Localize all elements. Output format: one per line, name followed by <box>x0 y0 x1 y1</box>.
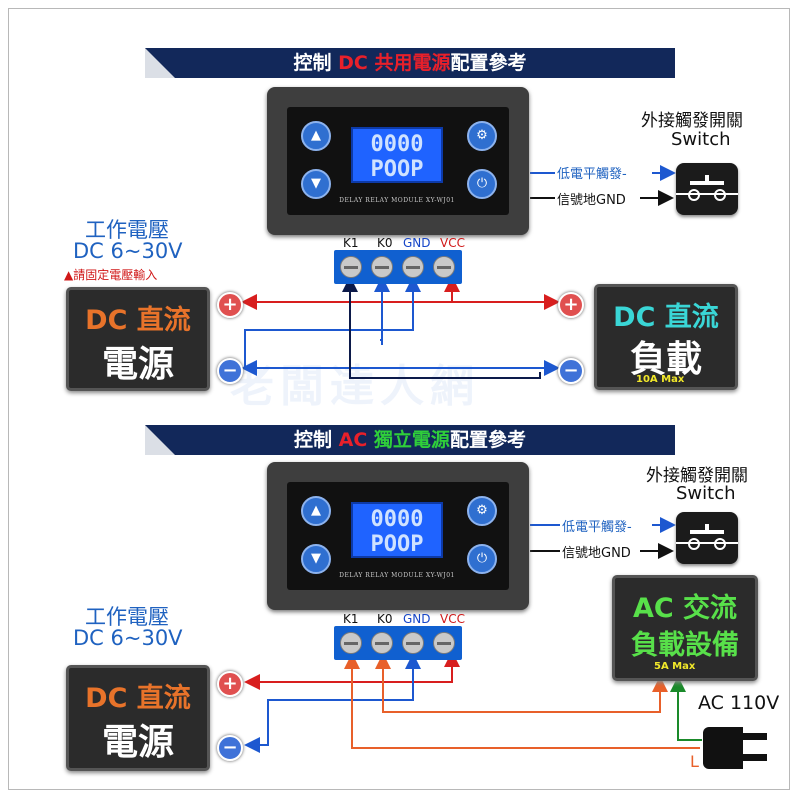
dc-power-source-box: DC 直流 電源 <box>66 665 210 771</box>
lcd-line1: 0000 <box>370 507 424 532</box>
switch-subtitle: Switch <box>676 483 736 504</box>
minus-icon: − <box>217 358 243 384</box>
low-trigger-label: 低電平觸發- <box>562 520 632 535</box>
banner-highlight: 獨立電源 <box>367 429 450 451</box>
voltage-range: DC 6~30V <box>73 626 183 650</box>
terminal-label-vcc: VCC <box>440 236 465 250</box>
voltage-range: DC 6~30V <box>73 239 183 263</box>
load-max-label: 10A Max <box>636 374 685 385</box>
screw-gnd[interactable] <box>402 632 424 654</box>
load-box-line2: 負載設備 <box>631 630 739 661</box>
lcd-display: 0000 POOP <box>351 502 443 558</box>
power-button[interactable]: ⏻ <box>467 544 497 574</box>
dc-load-box: DC 直流 負載 <box>594 284 738 390</box>
watermark: 老闆達人網 <box>230 361 480 412</box>
wire-neutral <box>670 676 702 741</box>
terminal-label-k1: K1 <box>343 236 359 250</box>
terminal-label-vcc: VCC <box>440 612 465 626</box>
load-box-line2: 負載 <box>629 339 702 380</box>
dc-power-source-box: DC 直流 電源 <box>66 287 210 391</box>
power-box-line1: DC 直流 <box>85 683 191 714</box>
voltage-title: 工作電壓 <box>85 605 169 629</box>
down-button[interactable]: ▼ <box>301 544 331 574</box>
switch-subtitle: Switch <box>671 129 731 150</box>
terminal-label-gnd: GND <box>403 612 431 626</box>
screw-vcc[interactable] <box>433 632 455 654</box>
down-button[interactable]: ▼ <box>301 169 331 199</box>
voltage-warning: ▲請固定電壓輸入 <box>64 268 158 282</box>
module-face: ▲ ▼ ⚙ ⏻ 0000 POOP DELAY RELAY MODULE XY-… <box>287 107 509 215</box>
module-label: DELAY RELAY MODULE XY-WJ01 <box>339 572 455 579</box>
banner-flag-left <box>145 425 175 455</box>
lcd-line1: 0000 <box>370 132 424 157</box>
terminal-label-k1: K1 <box>343 612 359 626</box>
load-box-line1: AC 交流 <box>632 593 738 624</box>
up-button[interactable]: ▲ <box>301 121 331 151</box>
lcd-line2: POOP <box>370 157 424 182</box>
load-max-label: 5A Max <box>654 661 696 672</box>
power-box-line1: DC 直流 <box>85 305 191 336</box>
banner-flag-left <box>145 48 175 78</box>
plus-icon: + <box>558 292 584 318</box>
switch-title: 外接觸發開關 <box>641 111 743 131</box>
banner-ac: 控制 AC 獨立電源配置參考 <box>145 425 675 455</box>
terminal-label-gnd: GND <box>403 236 431 250</box>
screw-vcc[interactable] <box>433 256 455 278</box>
plus-icon: + <box>217 292 243 318</box>
set-button[interactable]: ⚙ <box>467 496 497 526</box>
load-box-line1: DC 直流 <box>613 302 719 333</box>
terminal-block-top <box>334 250 462 284</box>
wire-gnd-top-blue <box>244 278 414 368</box>
wire-vcc-bottom <box>244 658 453 690</box>
signal-gnd-label: 信號地GND <box>562 546 631 561</box>
power-box-line2: 電源 <box>101 344 174 385</box>
module-label: DELAY RELAY MODULE XY-WJ01 <box>339 197 455 204</box>
screw-gnd[interactable] <box>402 256 424 278</box>
banner-highlight: 共用電源 <box>367 52 451 74</box>
signal-gnd-label: 信號地GND <box>557 193 626 208</box>
screw-k0[interactable] <box>371 632 393 654</box>
low-trigger-label: 低電平觸發- <box>557 167 627 182</box>
outer-frame <box>8 8 790 790</box>
set-button[interactable]: ⚙ <box>467 121 497 151</box>
terminal-label-k0: K0 <box>377 236 393 250</box>
switch-icon[interactable] <box>676 512 738 564</box>
terminal-label-k0: K0 <box>377 612 393 626</box>
plus-icon: + <box>217 671 243 697</box>
minus-icon: − <box>217 735 243 761</box>
ac-voltage-label: AC 110V <box>698 692 780 714</box>
banner-text: 控制 <box>294 429 339 451</box>
lcd-display: 0000 POOP <box>351 127 443 183</box>
up-button[interactable]: ▲ <box>301 496 331 526</box>
line-label: L <box>690 752 699 771</box>
relay-module-bottom: ▲ ▼ ⚙ ⏻ 0000 POOP DELAY RELAY MODULE XY-… <box>267 462 529 610</box>
wire-gnd-bottom <box>244 655 414 753</box>
module-face: ▲ ▼ ⚙ ⏻ 0000 POOP DELAY RELAY MODULE XY-… <box>287 482 509 590</box>
lcd-line2: POOP <box>370 532 424 557</box>
wire-vcc-positive-left <box>241 285 453 310</box>
voltage-title: 工作電壓 <box>85 218 169 242</box>
ac-load-box: AC 交流 負載設備 <box>612 575 758 681</box>
terminal-block-bottom <box>334 626 462 660</box>
screw-k1[interactable] <box>340 632 362 654</box>
relay-module-top: ▲ ▼ ⚙ ⏻ 0000 POOP DELAY RELAY MODULE XY-… <box>267 87 529 235</box>
power-button[interactable]: ⏻ <box>467 169 497 199</box>
banner-dc: 控制 DC 共用電源配置參考 <box>145 48 675 78</box>
switch-title: 外接觸發開關 <box>646 466 748 486</box>
plug-icon <box>703 727 767 769</box>
banner-text: 配置參考 <box>449 429 526 451</box>
screw-k1[interactable] <box>340 256 362 278</box>
switch-icon[interactable] <box>676 163 738 215</box>
banner-highlight: AC <box>338 429 368 451</box>
minus-icon: − <box>558 358 584 384</box>
banner-text: 配置參考 <box>450 52 527 74</box>
banner-text: 控制 <box>293 52 339 74</box>
banner-highlight: DC <box>338 52 368 74</box>
power-box-line2: 電源 <box>101 722 174 763</box>
screw-k0[interactable] <box>371 256 393 278</box>
